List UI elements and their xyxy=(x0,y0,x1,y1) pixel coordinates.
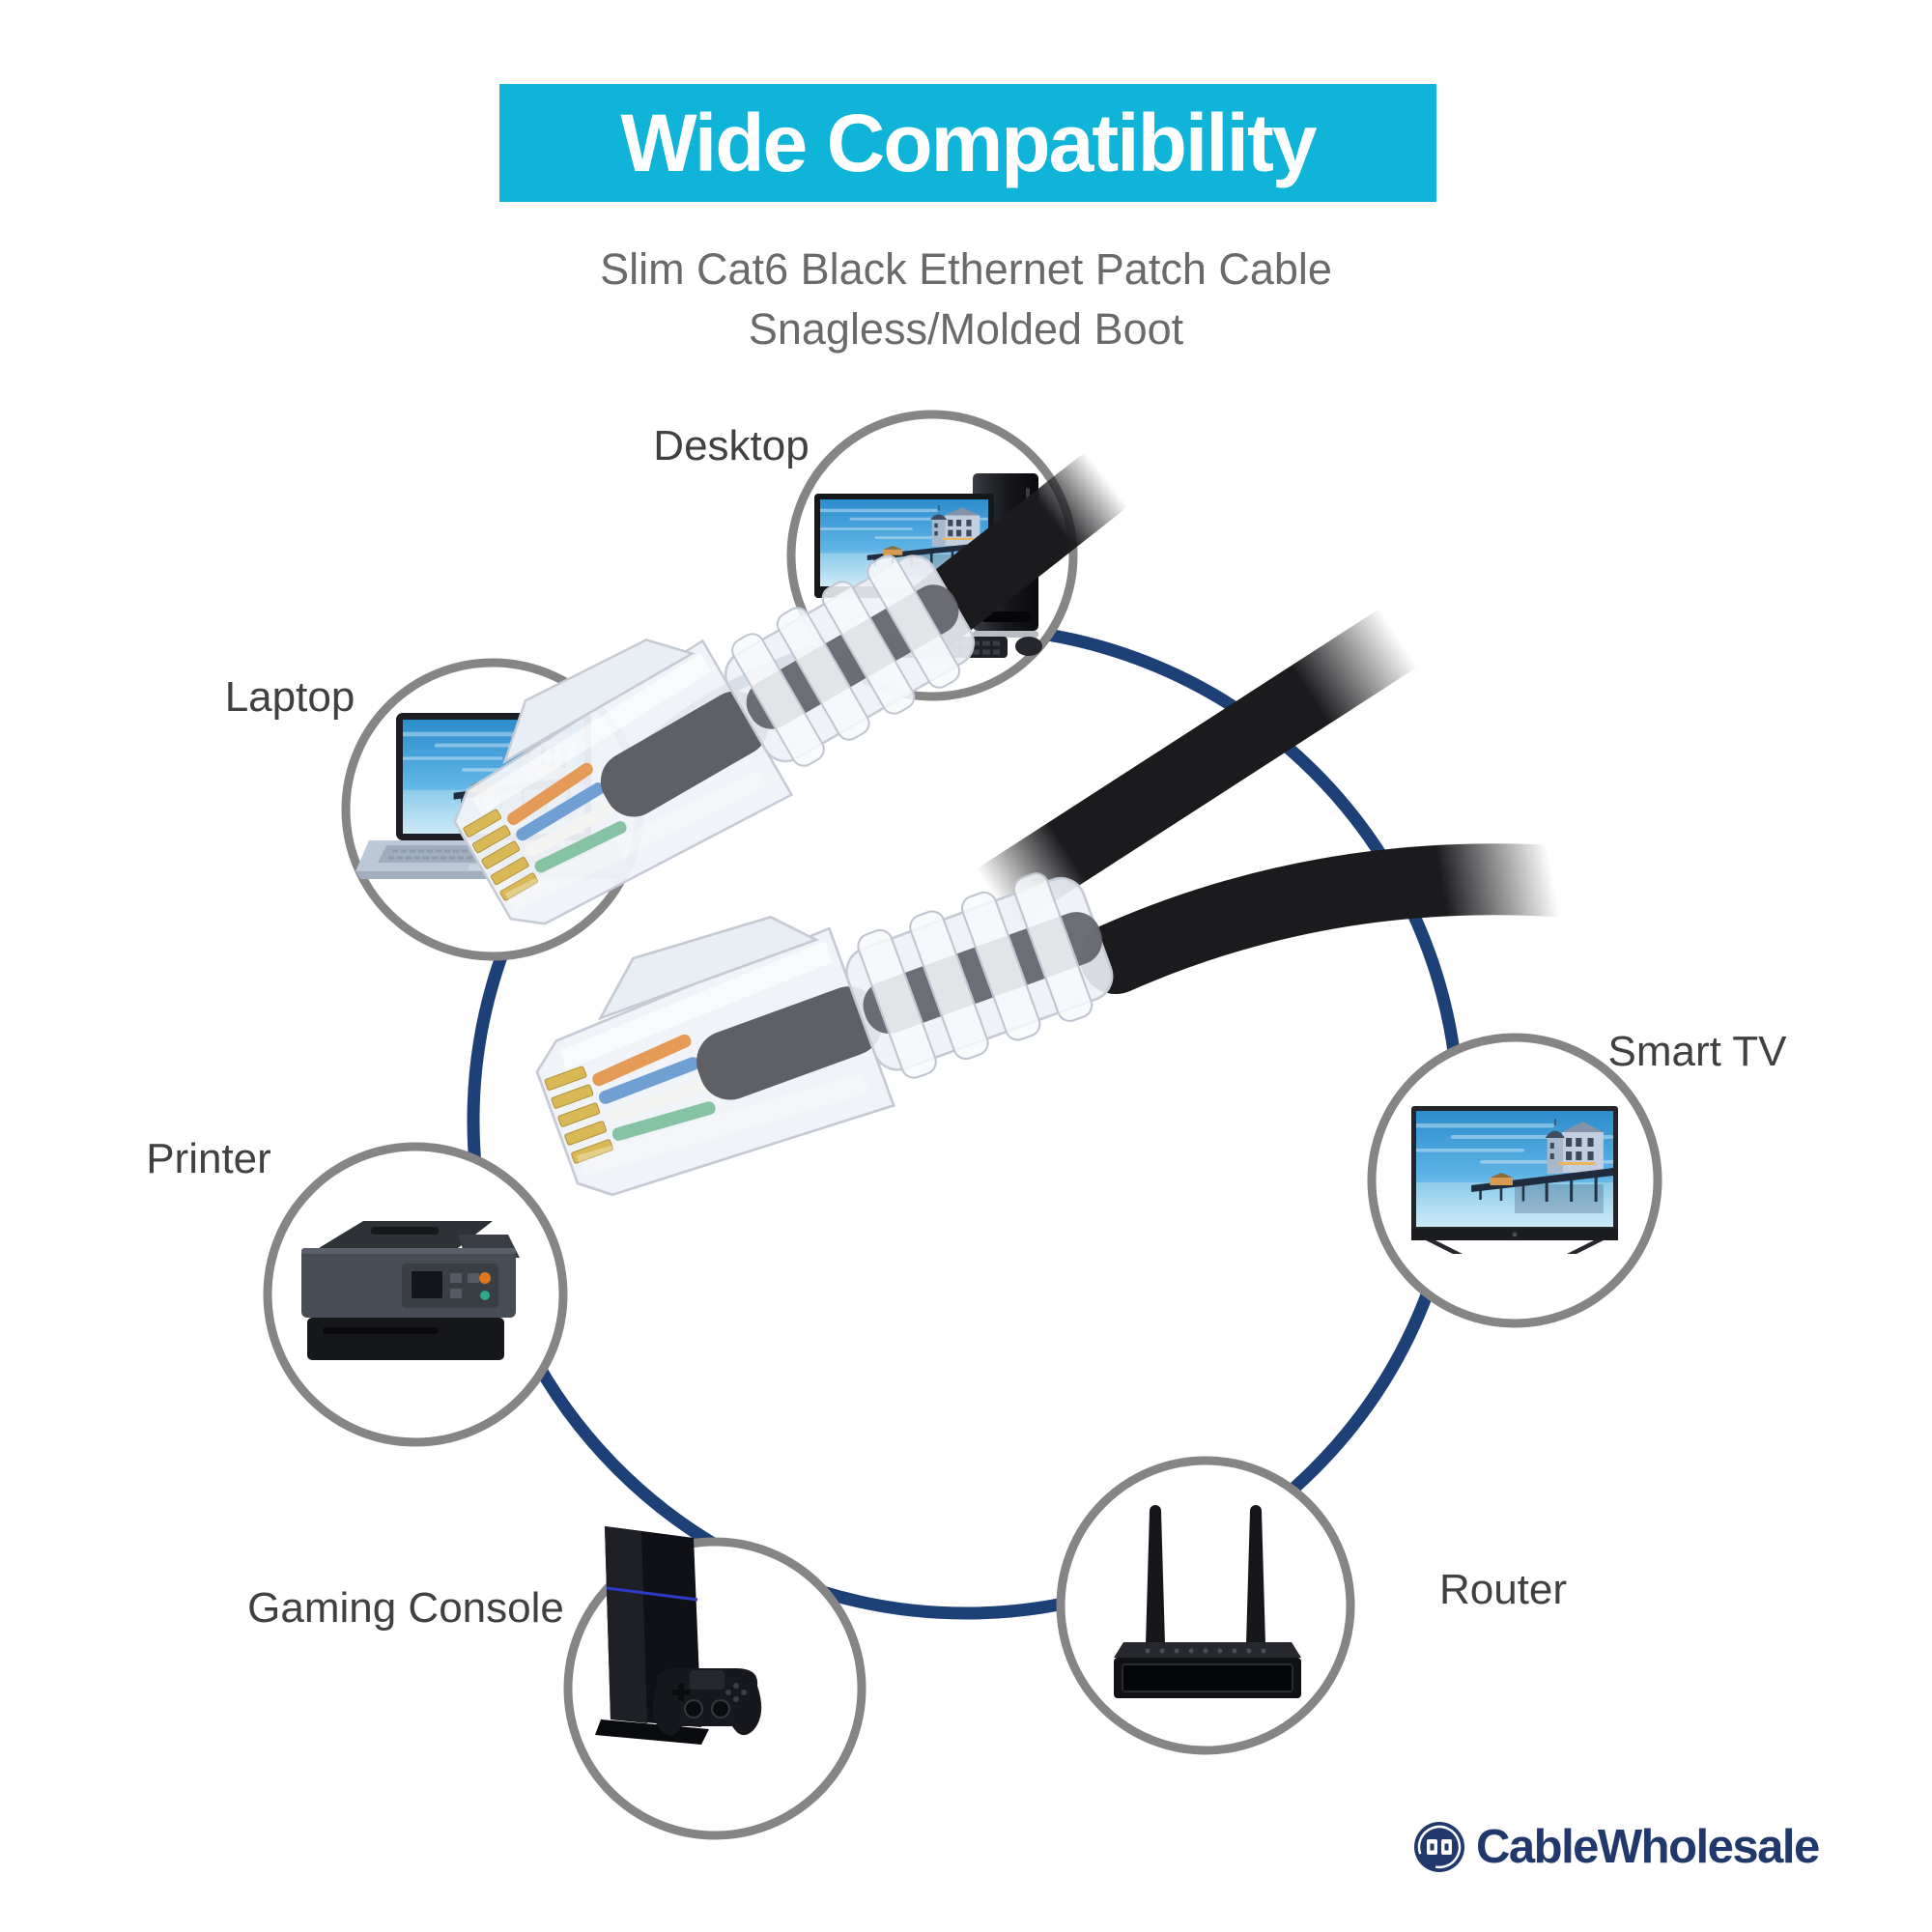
brand-name: CableWholesale xyxy=(1476,1821,1820,1873)
subtitle-line-1: Slim Cat6 Black Ethernet Patch Cable xyxy=(600,244,1332,294)
device-label-router: Router xyxy=(1438,1566,1568,1613)
ethernet-cable-lower xyxy=(1080,843,1589,994)
circle-router xyxy=(1056,1456,1355,1755)
game-console-icon xyxy=(595,1526,762,1745)
brand-logo: CableWholesale xyxy=(1412,1820,1820,1874)
device-label-desktop: Desktop xyxy=(653,422,810,469)
device-label-smart-tv: Smart TV xyxy=(1607,1028,1787,1075)
ethernet-cable-middle xyxy=(960,605,1431,933)
banner: Wide Compatibility xyxy=(499,84,1436,202)
cablewholesale-plug-ring-icon xyxy=(1414,1822,1464,1872)
ethernet-cable-upper xyxy=(897,450,1134,651)
wifi-router-icon xyxy=(1114,1505,1301,1698)
device-label-laptop: Laptop xyxy=(224,673,355,721)
device-label-printer: Printer xyxy=(146,1135,271,1182)
printer-icon xyxy=(301,1221,520,1360)
device-label-gaming-console: Gaming Console xyxy=(247,1584,564,1632)
page-title: Wide Compatibility xyxy=(620,97,1317,188)
smart-tv-icon xyxy=(1411,1106,1618,1254)
product-subtitle: Slim Cat6 Black Ethernet Patch Cable Sna… xyxy=(0,240,1932,359)
subtitle-line-2: Snagless/Molded Boot xyxy=(748,304,1184,354)
